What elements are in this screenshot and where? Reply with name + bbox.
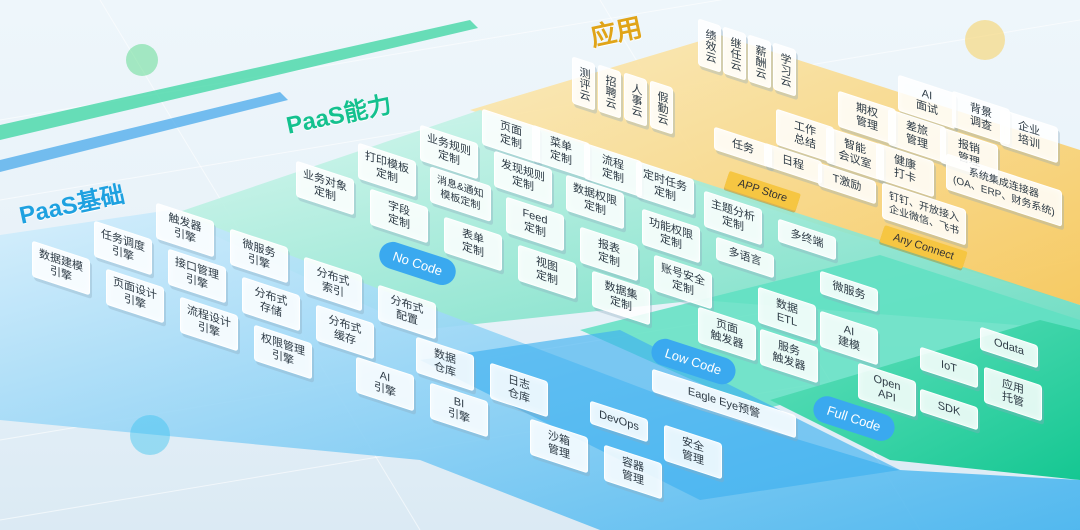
glow-yellow [965,20,1005,60]
app-tile: 假勤云 [650,80,673,135]
app-tile: 薪酬云 [748,34,771,89]
app-tile: 继任云 [723,26,746,81]
glow-green [126,44,158,76]
glow-blue [130,415,170,455]
app-tile: 招聘云 [598,64,621,119]
base-layer-lower-plane [420,330,900,500]
app-tile: 绩效云 [698,18,721,73]
app-tile: 学习云 [773,42,796,97]
app-tile: 人事云 [624,72,647,127]
app-tile: 测评云 [572,56,595,111]
accent-bar-green [0,20,478,140]
accent-bar-blue [0,92,288,172]
